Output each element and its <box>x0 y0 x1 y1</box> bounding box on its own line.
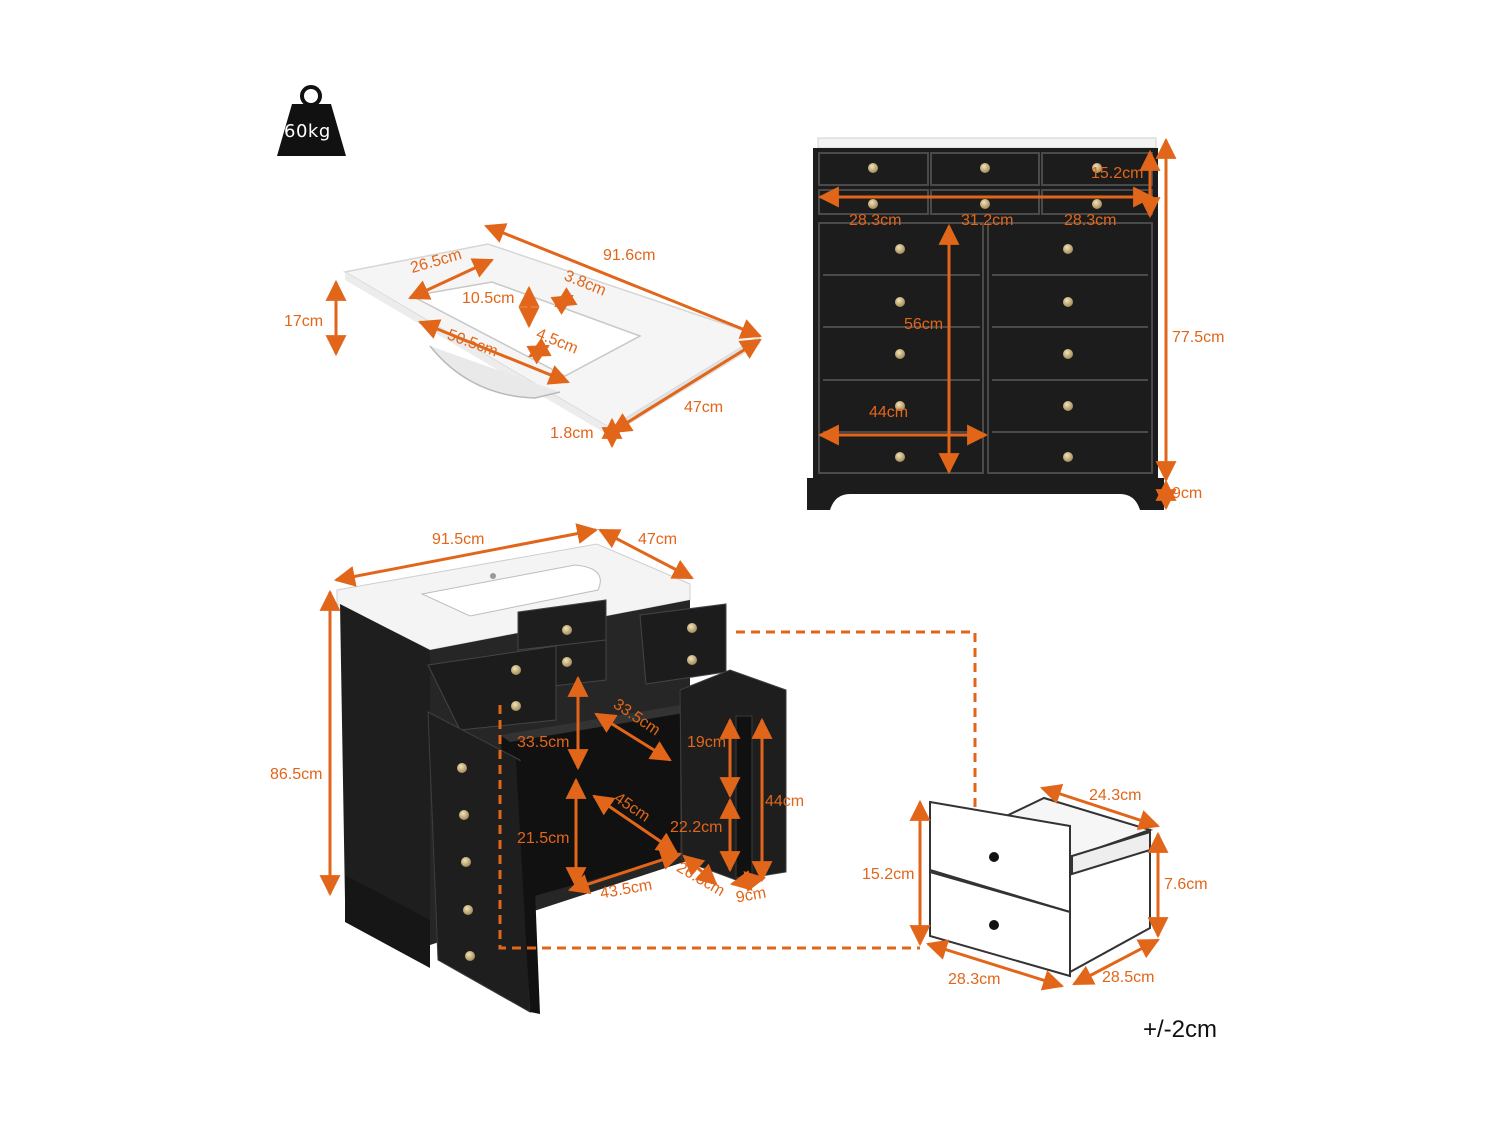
connector-dashed-line <box>498 630 977 950</box>
front-dimension-lines <box>817 137 1177 511</box>
tolerance-label: +/-2cm <box>1143 1016 1218 1043</box>
open-cabinet-illustration <box>336 543 787 1014</box>
drawer-depth-label: 28.5cm <box>1102 969 1155 986</box>
drawer-right-width-label: 28.3cm <box>1064 212 1117 229</box>
sink-height-label: 17cm <box>284 313 324 330</box>
front-view-cabinet <box>807 137 1164 510</box>
drawer-width-label: 24.3cm <box>1089 787 1142 804</box>
front-base-label: 9cm <box>1172 485 1203 502</box>
sink-depth-label: 47cm <box>684 399 724 416</box>
sink-rim-label: 1.8cm <box>550 425 594 442</box>
drawer-front-width-label: 28.3cm <box>948 971 1001 988</box>
side-space-label: 22.2cm <box>670 819 723 836</box>
sink-length-label: 91.6cm <box>603 247 656 264</box>
drawer-dimension-lines <box>909 783 1169 991</box>
basin-offset-label: 10.5cm <box>462 290 515 307</box>
drawer-middle-width-label: 31.2cm <box>961 212 1014 229</box>
drawer-left-width-label: 28.3cm <box>849 212 902 229</box>
sink-dimension-lines <box>325 223 762 449</box>
weight-label: 60kg <box>284 121 331 142</box>
drawer-front-height-label: 15.2cm <box>862 866 915 883</box>
front-total-height-label: 77.5cm <box>1172 329 1225 346</box>
drawer-detail-illustration <box>929 796 1154 978</box>
small-drawer-height-label: 15.2cm <box>1091 165 1144 182</box>
open-depth-label: 47cm <box>638 531 678 548</box>
lower-space-label: 21.5cm <box>517 830 570 847</box>
shelf-height-label: 33.5cm <box>517 734 570 751</box>
drawer-side-height-label: 7.6cm <box>1164 876 1208 893</box>
door-height-label: 56cm <box>904 316 944 333</box>
open-height-label: 86.5cm <box>270 766 323 783</box>
open-width-label: 91.5cm <box>432 531 485 548</box>
door-width-label: 44cm <box>869 404 909 421</box>
weight-icon <box>277 85 346 156</box>
upper-space-label: 19cm <box>687 734 727 751</box>
open-dimension-lines <box>319 523 773 897</box>
door-inner-height-label: 44cm <box>765 793 805 810</box>
